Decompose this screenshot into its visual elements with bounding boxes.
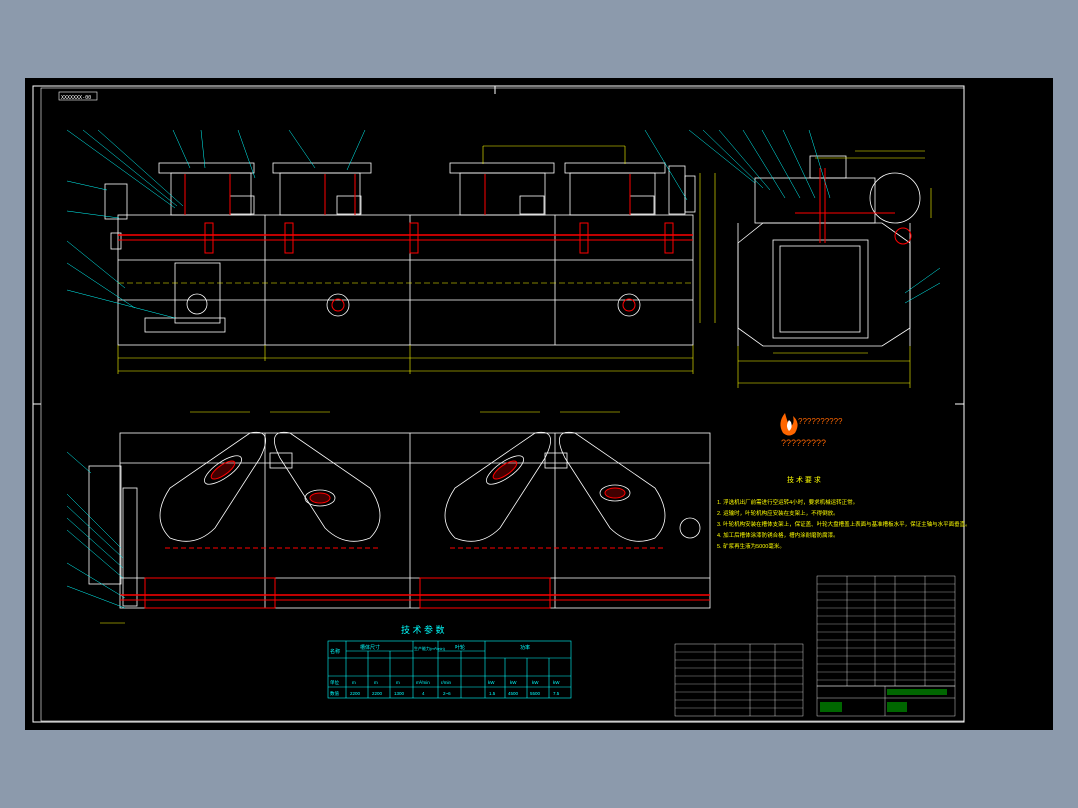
cell: kW [488,680,495,685]
title-block-marks [820,689,947,712]
cell: 5500 [530,691,541,696]
tech-params-title: 技 术 参 数 [401,624,445,635]
title-tag: XXXXXXX-00 [61,95,91,101]
cell: m [374,680,378,685]
tech-params-row-value: 数值 2200 2200 1300 4 2~6 1.5 4500 5500 7.… [330,690,560,697]
tech-params-header-impeller: 叶轮 [455,644,465,651]
title-tag-box [58,91,98,101]
tech-req-item: 2. 运输时，叶轮机构应安装在支架上，不得倒放。 [717,509,839,517]
cell: kW [532,680,539,685]
cell: m [352,680,356,685]
tech-req-item: 1. 浮选机出厂前需进行空运转4小时，要求机械运转正常。 [717,498,858,506]
cell: 4 [422,691,425,696]
cell: kW [510,680,517,685]
tech-req-item: 4. 加工后槽体涂漆防锈合格，槽内涂耐磨防腐漆。 [717,531,839,539]
plan-red [120,460,710,609]
drawing-viewport[interactable]: XXXXXXX-00 [25,78,1053,730]
front-leaders [66,129,688,319]
cell: 1.5 [489,691,496,696]
logo-subtext: ????????? [781,438,826,448]
cell: kW [553,680,560,685]
plan-leaders [66,451,126,609]
cell: m³/min [416,680,430,685]
tech-params-header-power: 功率 [520,644,530,651]
front-shaft [118,174,693,312]
cell: 2200 [372,691,383,696]
parts-list-rows [675,583,955,709]
tech-params-header-tank: 槽体尺寸 [360,644,380,651]
logo-flame-icon [780,413,798,436]
cell: 7.5 [553,691,560,696]
tech-params-header-capacity: 生产能力(m³/min) [414,645,446,651]
tech-params-header-name: 名称 [330,648,340,655]
side-leaders [688,129,941,304]
outer-frame [32,85,965,723]
cell: 单位 [330,679,339,686]
logo-text: ?????????? [798,417,843,426]
tech-req-title: 技 术 要 求 [787,475,821,484]
front-view [104,162,696,346]
side-red [795,168,912,245]
cell: r/min [441,680,451,685]
cell: 数值 [330,690,339,697]
tech-params-table [327,640,572,699]
cell: 2200 [350,691,361,696]
cell: m [396,680,400,685]
cell: 4500 [508,691,519,696]
tech-req-item: 5. 矿浆再生液为5000毫米。 [717,542,785,550]
plan-dimensions [100,411,620,624]
tech-req-list: 1. 浮选机出厂前需进行空运转4小时，要求机械运转正常。 2. 运输时，叶轮机构… [717,498,971,550]
cell: 1300 [394,691,405,696]
cell: 2~6 [443,691,451,696]
tech-params-row-unit: 单位 m m m m³/min r/min kW kW kW kW [330,679,560,686]
cad-drawing: XXXXXXX-00 [32,85,971,723]
front-dimensions [117,145,694,374]
tech-req-item: 3. 叶轮机构安装在槽体支架上，保证盖、叶轮大盘槽盖上表面与基准槽板水平，保证主… [717,520,971,528]
side-dimensions [699,150,932,388]
side-view [737,155,921,347]
parts-list [674,575,956,717]
plan-view [88,431,711,609]
